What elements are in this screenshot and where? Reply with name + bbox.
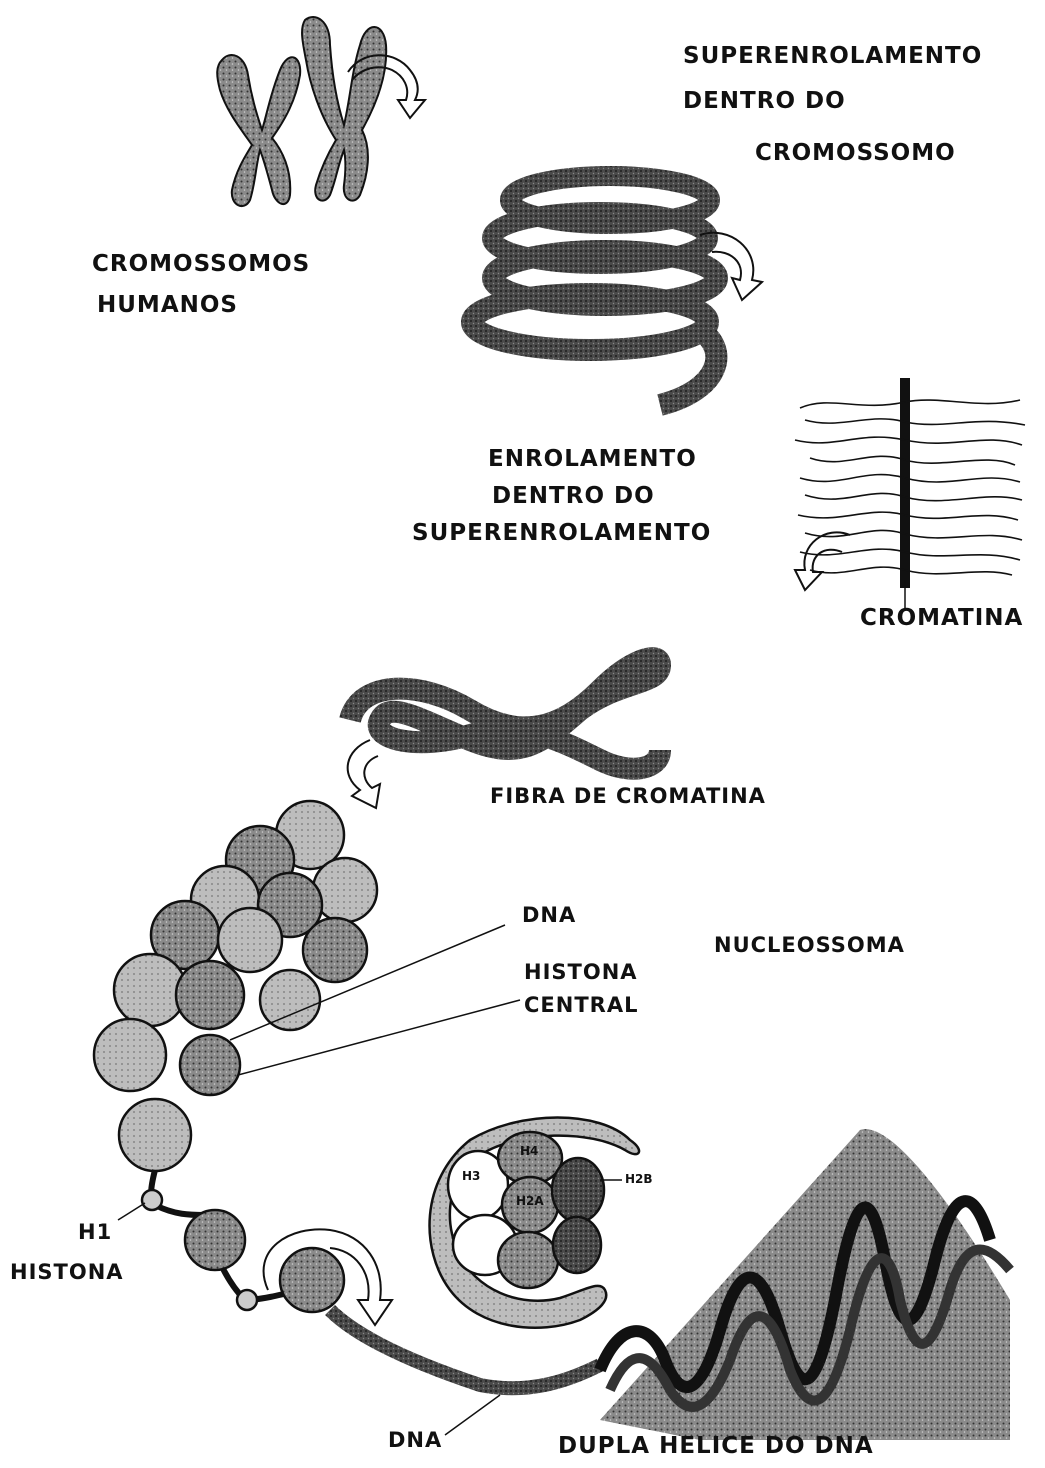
human-chromosomes-line-1: CROMOSSOMOS [92, 253, 310, 276]
coil-within-supercoil-line-1: ENROLAMENTO [488, 448, 697, 471]
fiber-arrow [348, 740, 380, 808]
supercoil-figure [472, 176, 762, 405]
central-histone-line-2: CENTRAL [524, 995, 638, 1016]
h2b-label: H2B [625, 1173, 653, 1185]
chromatin-figure [795, 378, 1025, 608]
human-chromosomes-figure [217, 17, 425, 206]
chromatin-fiber-label: FIBRA DE CROMATINA [490, 786, 766, 807]
double-helix-figure [600, 1129, 1010, 1440]
supercoil-title-line-1: SUPERENROLAMENTO [683, 45, 982, 68]
dna-top-label: DNA [522, 905, 576, 926]
h1-bead [142, 1190, 162, 1210]
coil-within-supercoil-line-3: SUPERENROLAMENTO [412, 522, 711, 545]
h1-bead-2 [237, 1290, 257, 1310]
lower-mid-histone [498, 1232, 558, 1288]
h1-label: H1 [78, 1222, 112, 1243]
human-chromosomes-line-2: HUMANOS [97, 294, 238, 317]
h2a-label: H2A [516, 1195, 544, 1207]
chromosome-right [302, 17, 386, 201]
h2b-shape [552, 1158, 604, 1222]
chromatin-label: CROMATINA [860, 607, 1023, 630]
coil-ring-4 [472, 294, 708, 350]
supercoil-title-line-2: DENTRO DO [683, 90, 846, 113]
chromatin-arrow [795, 532, 850, 590]
dna-bottom-label: DNA [388, 1430, 442, 1451]
central-histone-line-1: HISTONA [524, 962, 638, 983]
h4-label: H4 [520, 1145, 538, 1157]
coil-within-supercoil-line-2: DENTRO DO [492, 485, 655, 508]
dna-bottom-pointer [445, 1395, 500, 1435]
double-helix-label: DUPLA HELICE DO DNA [558, 1435, 874, 1458]
h3-label: H3 [462, 1170, 480, 1182]
lower-right-histone [553, 1217, 601, 1273]
supercoil-title-line-3: CROMOSSOMO [755, 142, 956, 165]
fiber-loop [350, 658, 660, 769]
nucleosome-label: NUCLEOSSOMA [714, 935, 905, 956]
h1-pointer [118, 1203, 145, 1220]
histone-label: HISTONA [10, 1262, 124, 1283]
chromosome-left [217, 55, 300, 206]
